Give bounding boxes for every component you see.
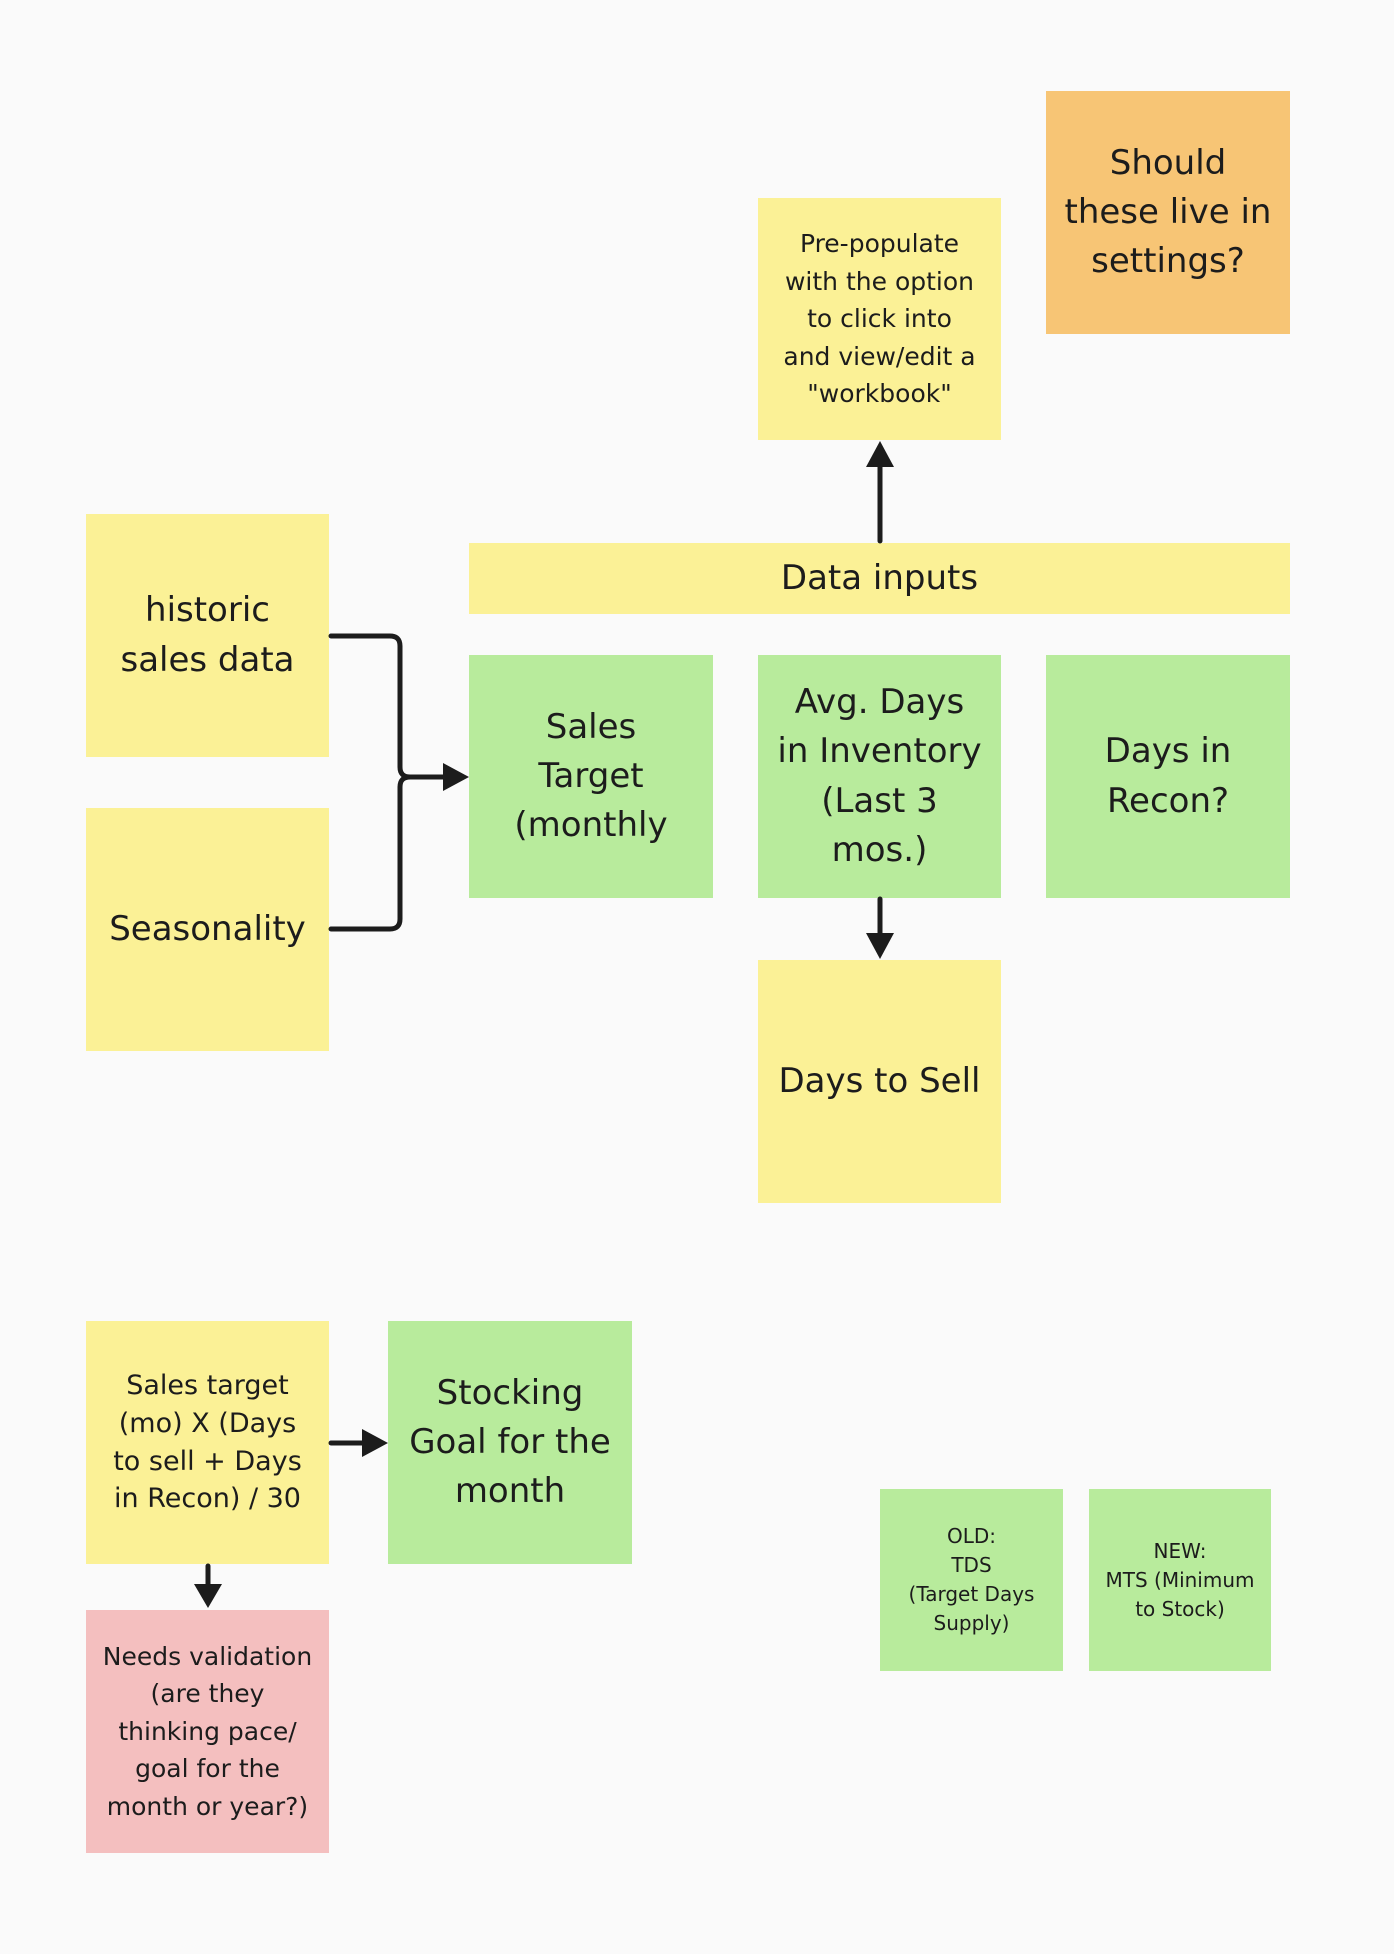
formula-note[interactable]: Sales target (mo) X (Days to sell + Days… bbox=[86, 1321, 329, 1564]
settings-question-note[interactable]: Should these live in settings? bbox=[1046, 91, 1290, 334]
seasonality-text: Seasonality bbox=[109, 908, 306, 949]
stocking-goal-arrowhead bbox=[362, 1429, 388, 1457]
needs-validation-text: Needs validation (are they thinking pace… bbox=[102, 1641, 313, 1821]
days-to-sell-note[interactable]: Days to Sell bbox=[758, 960, 1001, 1203]
data-inputs-text: Data inputs bbox=[780, 557, 979, 598]
sales-target-note[interactable]: Sales Target (monthly bbox=[469, 655, 713, 898]
needs-validation-note[interactable]: Needs validation (are they thinking pace… bbox=[86, 1610, 329, 1853]
historic-sales-text: historic sales data bbox=[120, 590, 295, 680]
old-tds-note[interactable]: OLD: TDS (Target Days Supply) bbox=[880, 1489, 1063, 1671]
new-mts-note[interactable]: NEW: MTS (Minimum to Stock) bbox=[1089, 1489, 1271, 1671]
historic-sales-note[interactable]: historic sales data bbox=[86, 514, 329, 757]
seasonality-connector bbox=[328, 774, 448, 932]
formula-text: Sales target (mo) X (Days to sell + Days… bbox=[113, 1369, 302, 1515]
data-inputs-banner[interactable]: Data inputs bbox=[469, 543, 1290, 614]
settings-question-text: Should these live in settings? bbox=[1064, 142, 1272, 282]
days-to-sell-arrowhead bbox=[866, 933, 894, 959]
sales-target-text: Sales Target (monthly bbox=[514, 706, 668, 846]
stocking-goal-note[interactable]: Stocking Goal for the month bbox=[388, 1321, 632, 1564]
stocking-goal-text: Stocking Goal for the month bbox=[409, 1372, 611, 1512]
days-in-recon-note[interactable]: Days in Recon? bbox=[1046, 655, 1290, 898]
prepopulate-text: Pre-populate with the option to click in… bbox=[783, 229, 976, 409]
days-in-recon-text: Days in Recon? bbox=[1104, 731, 1232, 821]
new-mts-text: NEW: MTS (Minimum to Stock) bbox=[1105, 1538, 1255, 1621]
prepopulate-arrowhead bbox=[866, 441, 894, 467]
seasonality-note[interactable]: Seasonality bbox=[86, 808, 329, 1051]
avg-days-inventory-text: Avg. Days in Inventory (Last 3 mos.) bbox=[777, 681, 982, 870]
historic-sales-connector bbox=[328, 633, 448, 780]
old-tds-text: OLD: TDS (Target Days Supply) bbox=[908, 1524, 1035, 1635]
prepopulate-note[interactable]: Pre-populate with the option to click in… bbox=[758, 198, 1001, 440]
validation-arrowhead bbox=[194, 1584, 222, 1608]
avg-days-inventory-note[interactable]: Avg. Days in Inventory (Last 3 mos.) bbox=[758, 655, 1001, 898]
sales-target-arrowhead bbox=[443, 763, 469, 791]
days-to-sell-text: Days to Sell bbox=[778, 1060, 981, 1101]
